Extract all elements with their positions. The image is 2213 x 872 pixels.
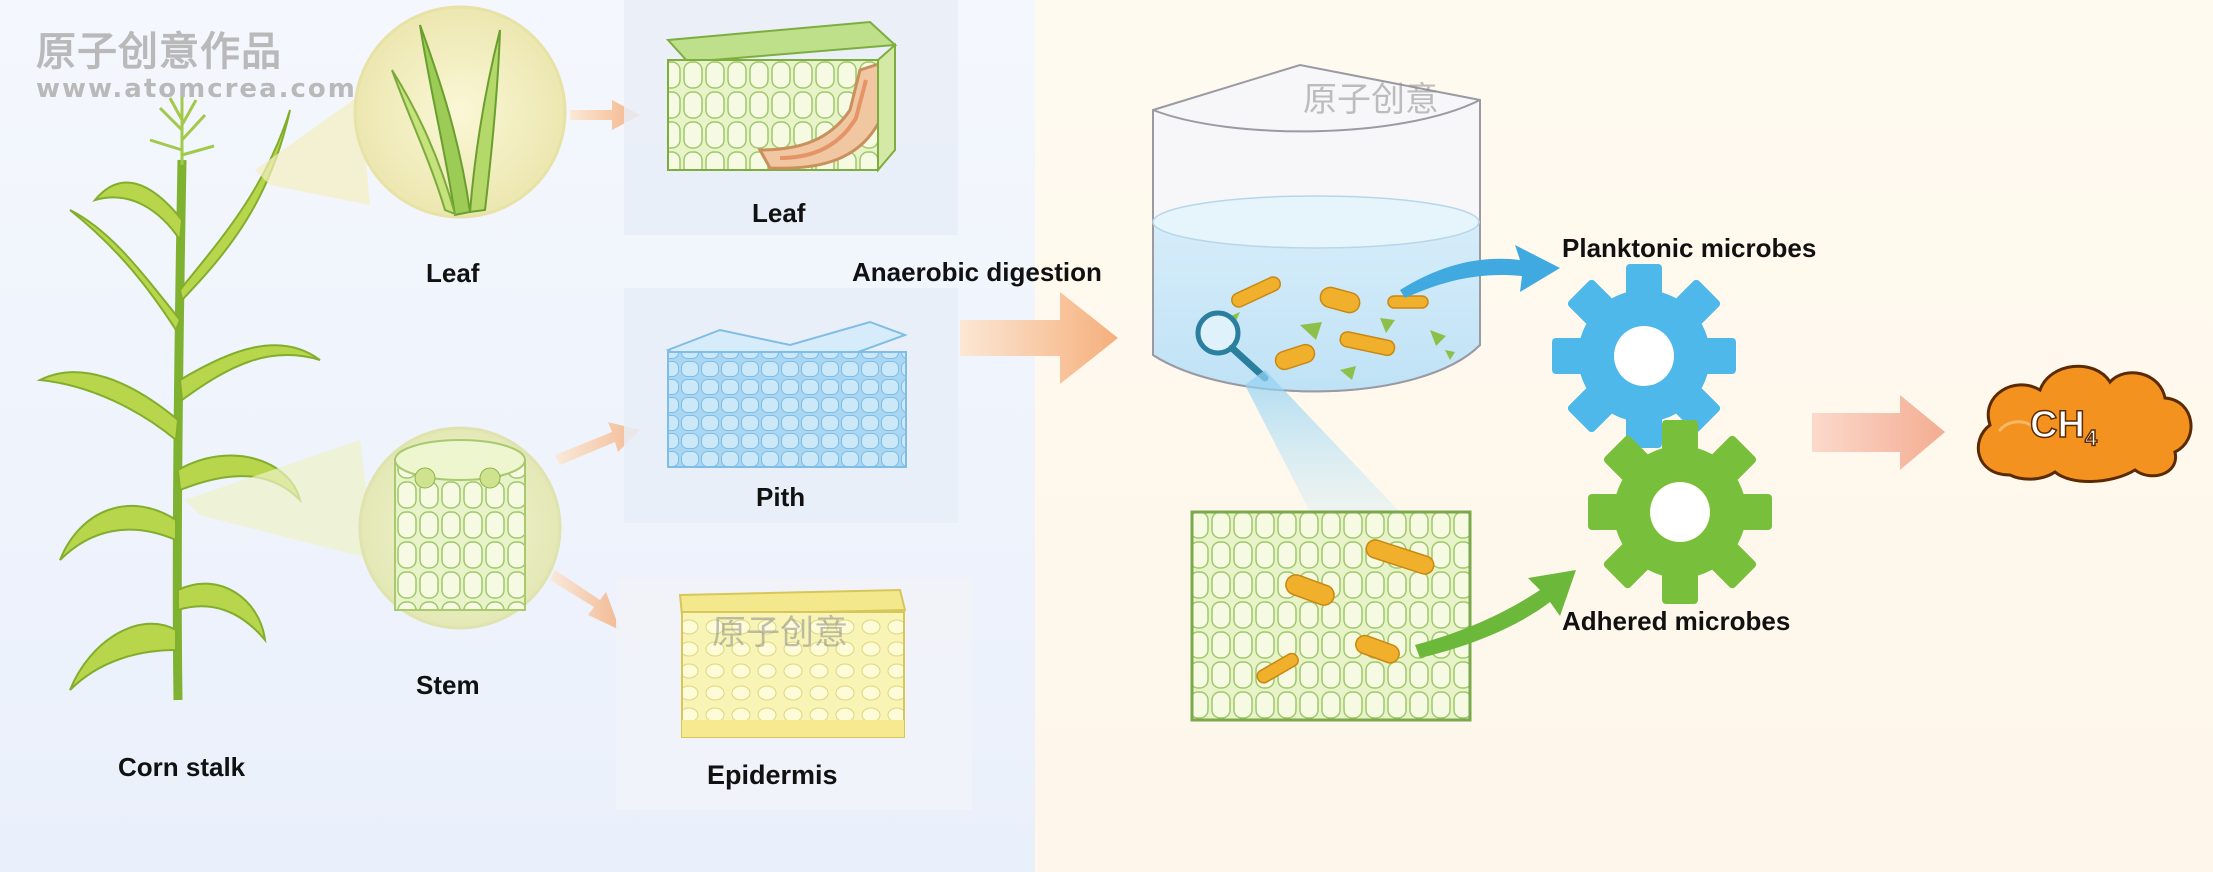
zoom-beam — [1245, 370, 1400, 512]
label-stem: Stem — [416, 670, 480, 700]
arrow-to-adhered — [1415, 570, 1576, 658]
leaf-zoom-beam — [255, 95, 370, 205]
arrow-leaf-to-tissue — [570, 100, 640, 130]
label-anaerobic-digestion: Anaerobic digestion — [852, 257, 1102, 287]
methane-subscript: 4 — [2084, 425, 2098, 452]
watermark-url: www.atomcrea.com — [36, 74, 357, 104]
adhered-tissue-view — [1190, 510, 1472, 722]
stem-zoom-beam — [185, 440, 375, 560]
methane-main: CH — [2029, 403, 2085, 447]
arrow-stem-to-epidermis — [550, 570, 620, 630]
label-pith: Pith — [756, 482, 806, 512]
arrow-to-planktonic — [1400, 245, 1560, 298]
watermark-logo: 原子创意作品 www.atomcrea.com — [36, 30, 357, 104]
watermark-tank: 原子创意 — [1303, 80, 1439, 120]
stem-zoom-lens — [358, 426, 562, 630]
adhered-gear-icon — [1588, 420, 1772, 604]
arrow-to-methane — [1812, 395, 1945, 470]
label-leaf-tissue: Leaf — [752, 198, 806, 228]
arrow-to-digestion — [960, 292, 1118, 384]
label-planktonic-microbes: Planktonic microbes — [1562, 233, 1817, 263]
leaf-zoom-lens — [353, 5, 567, 219]
label-epidermis: Epidermis — [707, 760, 838, 790]
label-methane: CH4 — [2029, 403, 2098, 452]
planktonic-gear-icon — [1552, 264, 1736, 448]
leaf-tissue-block — [665, 20, 898, 173]
label-adhered-microbes: Adhered microbes — [1562, 606, 1791, 636]
label-leaf-plant: Leaf — [426, 258, 480, 288]
arrow-stem-to-pith — [555, 422, 640, 465]
methane-cloud-icon — [1976, 364, 2193, 483]
epidermis-tissue-block — [678, 588, 907, 738]
digester-tank — [1152, 63, 1481, 393]
watermark-epidermis: 原子创意 — [712, 613, 848, 653]
label-corn-stalk: Corn stalk — [118, 752, 246, 782]
pith-tissue-block — [665, 320, 908, 468]
watermark-brand: 原子创意作品 — [36, 29, 282, 75]
